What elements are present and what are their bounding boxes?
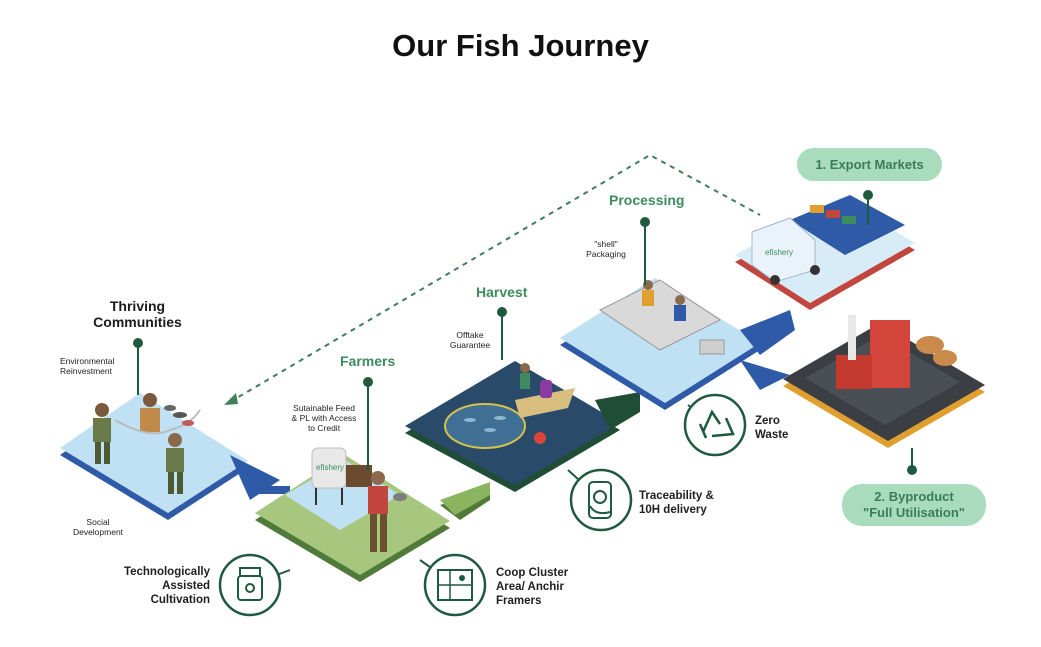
- phone-tracking-icon: [569, 468, 633, 532]
- connector-dots: [133, 190, 917, 475]
- export-markets-pill: 1. Export Markets: [797, 148, 942, 181]
- export-platform: efishery: [735, 195, 915, 310]
- label-technologically-assisted-cultivation: Technologically Assisted Cultivation: [123, 566, 210, 606]
- stage-processing: Processing: [609, 192, 685, 208]
- note-shell-packaging: "shell" Packaging: [586, 239, 626, 259]
- stage-harvest: Harvest: [476, 284, 528, 300]
- note-environmental-reinvestment: Environmental Reinvestment: [60, 356, 115, 376]
- note-sustainable-feed: Sutainable Feed & PL with Access to Cred…: [291, 403, 357, 433]
- note-offtake-guarantee: Offtake Guarantee: [449, 330, 491, 350]
- label-traceability: Traceability & 10H delivery: [639, 490, 714, 516]
- communities-platform: [60, 393, 290, 520]
- stage-farmers: Farmers: [340, 353, 396, 369]
- loop-arrowhead: [224, 393, 238, 405]
- stage-thriving-communities: Thriving Communities: [93, 298, 182, 330]
- page-title: Our Fish Journey: [392, 28, 649, 63]
- feedback-loop-line: [229, 153, 761, 403]
- harvest-platform: [405, 361, 640, 492]
- feeder-icon: [218, 553, 282, 617]
- note-social-development: Social Development: [72, 517, 124, 537]
- label-zero-waste: Zero Waste: [755, 415, 789, 441]
- farmers-platform: efishery: [255, 447, 490, 582]
- truck-brand: efishery: [765, 248, 793, 257]
- processing-platform: [560, 278, 795, 410]
- svg-text:efishery: efishery: [316, 463, 344, 472]
- map-icon: [423, 553, 487, 617]
- label-coop-cluster: Coop Cluster Area/ Anchir Framers: [496, 567, 569, 607]
- byproduct-platform: [783, 315, 985, 448]
- recycle-icon: [683, 393, 747, 457]
- byproduct-pill: 2. Byproduct "Full Utilisation": [842, 484, 986, 526]
